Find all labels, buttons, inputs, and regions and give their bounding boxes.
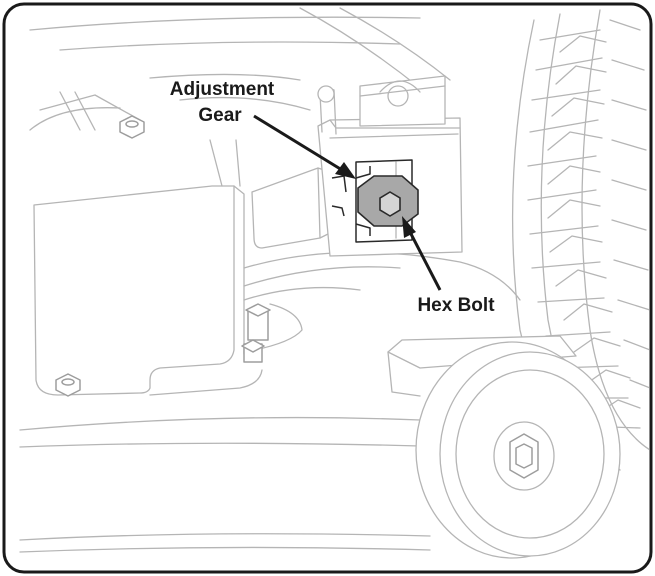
mower-deck bbox=[19, 251, 521, 553]
hex-bolt bbox=[357, 175, 419, 227]
deck-bolt-upper bbox=[245, 303, 271, 341]
adjustment-gear-arrowhead bbox=[335, 162, 356, 179]
adjustment-gear-label-line1: Adjustment bbox=[170, 79, 275, 100]
callout-leaders bbox=[253, 114, 442, 291]
hex-bolt-leader bbox=[408, 231, 442, 291]
hex-bolt-arrowhead bbox=[402, 216, 416, 238]
mower-top-housing bbox=[29, 7, 451, 131]
deck-bolt-left bbox=[55, 373, 81, 397]
deck-bolt-lower bbox=[241, 339, 265, 363]
top-nut bbox=[119, 115, 145, 139]
adjustment-gear-leader bbox=[253, 114, 343, 172]
deck-side-cover bbox=[33, 139, 245, 396]
front-wheel bbox=[415, 341, 621, 559]
adjustment-gear-label-line2: Gear bbox=[198, 105, 242, 126]
hex-bolt-label: Hex Bolt bbox=[417, 295, 495, 316]
